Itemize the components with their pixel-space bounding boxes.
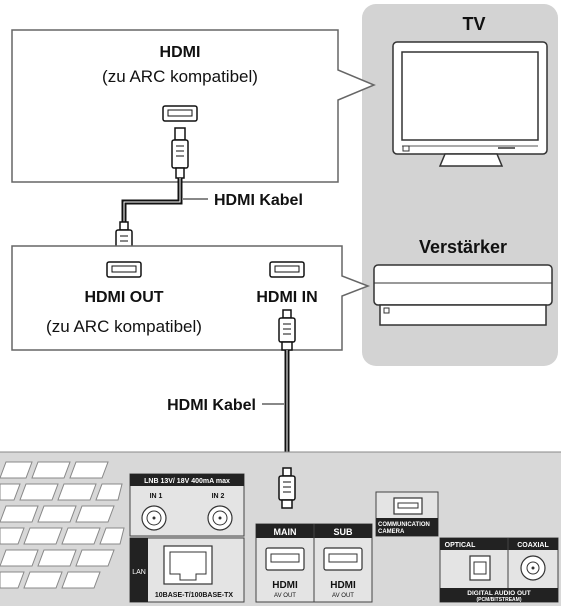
lnb-in1-label: IN 1 (150, 493, 163, 500)
vent-grill-icon (0, 461, 125, 589)
hdmi-out-title: HDMI OUT (84, 289, 163, 306)
hdmi-cable-1 (121, 178, 183, 222)
coaxial-port-icon (520, 555, 546, 581)
hdmi-in-port-icon (269, 261, 305, 278)
hdmi-out-subtitle: (zu ARC kompatibel) (46, 317, 202, 336)
hdmi-sub-port-icon (323, 547, 363, 571)
optical-label: OPTICAL (445, 542, 476, 549)
hdmi-out-port-icon (106, 261, 142, 278)
lan-port-icon (163, 545, 213, 585)
lan-label: LAN (132, 569, 146, 576)
amplifier-icon (373, 264, 553, 326)
tv-hdmi-title: HDMI (160, 44, 201, 61)
tv-icon (392, 41, 548, 167)
hdmi-main-label: MAIN (274, 527, 297, 537)
camera-label: CAMERA (378, 529, 405, 535)
lnb-in2-connector-icon (207, 505, 233, 531)
hdmi-plug-icon (278, 467, 296, 509)
usb-port-icon (393, 497, 423, 515)
hdmi-main-port-icon (265, 547, 305, 571)
hdmi-logo-sub: HDMI (330, 580, 356, 591)
hdmi-sub-label: SUB (333, 527, 353, 537)
amp-label: Verstärker (419, 237, 507, 257)
digital-audio-out-label: DIGITAL AUDIO OUT (467, 590, 530, 597)
tv-hdmi-subtitle: (zu ARC kompatibel) (102, 67, 258, 86)
lnb-in1-connector-icon (141, 505, 167, 531)
hdmi-cable-label-2: HDMI Kabel (167, 397, 256, 414)
av-out-sub-label: AV OUT (332, 593, 354, 599)
hdmi-plug-icon (171, 127, 189, 179)
hdmi-cable-label-1: HDMI Kabel (214, 192, 303, 209)
tv-hdmi-port-icon (162, 105, 198, 122)
pcm-bitstream-label: (PCM/BITSTREAM) (477, 597, 522, 603)
av-out-main-label: AV OUT (274, 593, 296, 599)
lan-standard-label: 10BASE-T/100BASE-TX (155, 592, 234, 599)
communication-label: COMMUNICATION (378, 522, 430, 528)
lnb-label: LNB 13V/ 18V 400mA max (144, 478, 230, 485)
tv-label: TV (462, 14, 485, 34)
hdmi-logo-main: HDMI (272, 580, 298, 591)
hdmi-in-title: HDMI IN (256, 289, 317, 306)
hdmi-plug-icon (278, 309, 296, 351)
coaxial-label: COAXIAL (517, 542, 549, 549)
optical-port-icon (469, 555, 491, 581)
lnb-in2-label: IN 2 (212, 493, 225, 500)
